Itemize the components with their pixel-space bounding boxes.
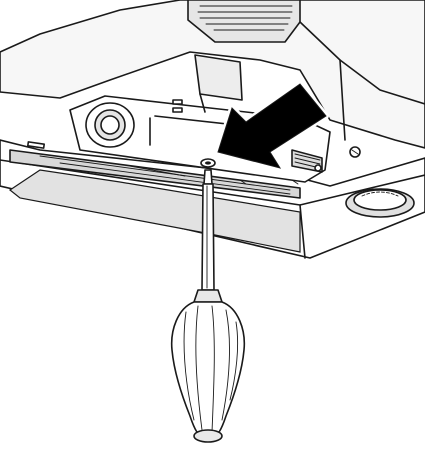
adjuster-foot [314, 146, 415, 218]
slide-direction-arrow [215, 81, 329, 171]
focus-ring [85, 102, 135, 148]
screwdriver [170, 169, 246, 443]
cover-screw [200, 158, 216, 168]
